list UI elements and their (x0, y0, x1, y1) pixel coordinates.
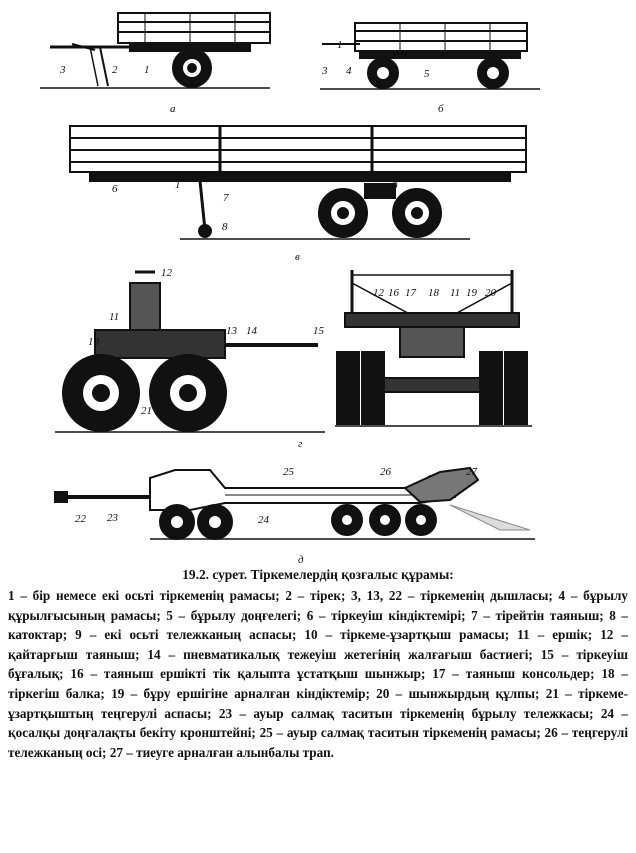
subfigure-b (320, 22, 540, 90)
label-gr-16: 16 (388, 287, 400, 299)
label-g-10: 10 (88, 336, 100, 348)
label-gr-17: 17 (405, 287, 417, 299)
label-b-3: 3 (321, 65, 328, 77)
label-a-1: 1 (144, 64, 150, 76)
label-a-3: 3 (59, 64, 66, 76)
label-v-9: 9 (392, 180, 398, 192)
subfigure-a (40, 12, 271, 89)
label-b-5: 5 (424, 68, 430, 80)
subfigure-b-letter: б (438, 103, 444, 115)
label-gr-18: 18 (428, 287, 440, 299)
label-d-25: 25 (283, 466, 295, 478)
label-gr-19: 19 (466, 287, 478, 299)
subfigure-g-dolly (55, 270, 325, 433)
label-g-11: 11 (109, 311, 119, 323)
label-d-23: 23 (107, 512, 119, 524)
subfigure-g-front-view (335, 270, 532, 427)
label-g-12: 12 (161, 267, 173, 279)
subfigure-v (69, 125, 527, 240)
subfigure-a-letter: а (170, 103, 176, 115)
subfigure-v-letter: в (295, 251, 300, 263)
label-d-22: 22 (75, 513, 87, 525)
label-v-1: 1 (175, 179, 181, 191)
label-g-15: 15 (313, 325, 325, 337)
figure-legend: 1 – бір немесе екі осьті тіркеменің рама… (8, 588, 628, 760)
label-g-21: 21 (141, 405, 152, 417)
label-v-7: 7 (223, 192, 229, 204)
label-g-13: 13 (226, 325, 238, 337)
label-d-26: 26 (380, 466, 392, 478)
label-d-24: 24 (258, 514, 270, 526)
label-gr-20: 20 (485, 287, 497, 299)
subfigure-d-letter: д (298, 554, 304, 565)
label-g-14: 14 (246, 325, 258, 337)
label-v-8: 8 (222, 221, 228, 233)
label-d-27: 27 (466, 466, 478, 478)
subfigure-d (54, 466, 535, 540)
trailer-diagram: 3 2 1 а 1 3 4 5 б (40, 12, 540, 565)
label-a-2: 2 (112, 64, 118, 76)
label-b-1: 1 (337, 39, 343, 51)
figure-caption: 19.2. сурет. Тіркемелердің қозғалыс құра… (182, 567, 454, 582)
label-v-6: 6 (112, 183, 118, 195)
label-gr-11: 11 (450, 287, 460, 299)
subfigure-g-letter: г (298, 438, 303, 450)
label-b-4: 4 (346, 65, 352, 77)
label-gr-12: 12 (373, 287, 385, 299)
